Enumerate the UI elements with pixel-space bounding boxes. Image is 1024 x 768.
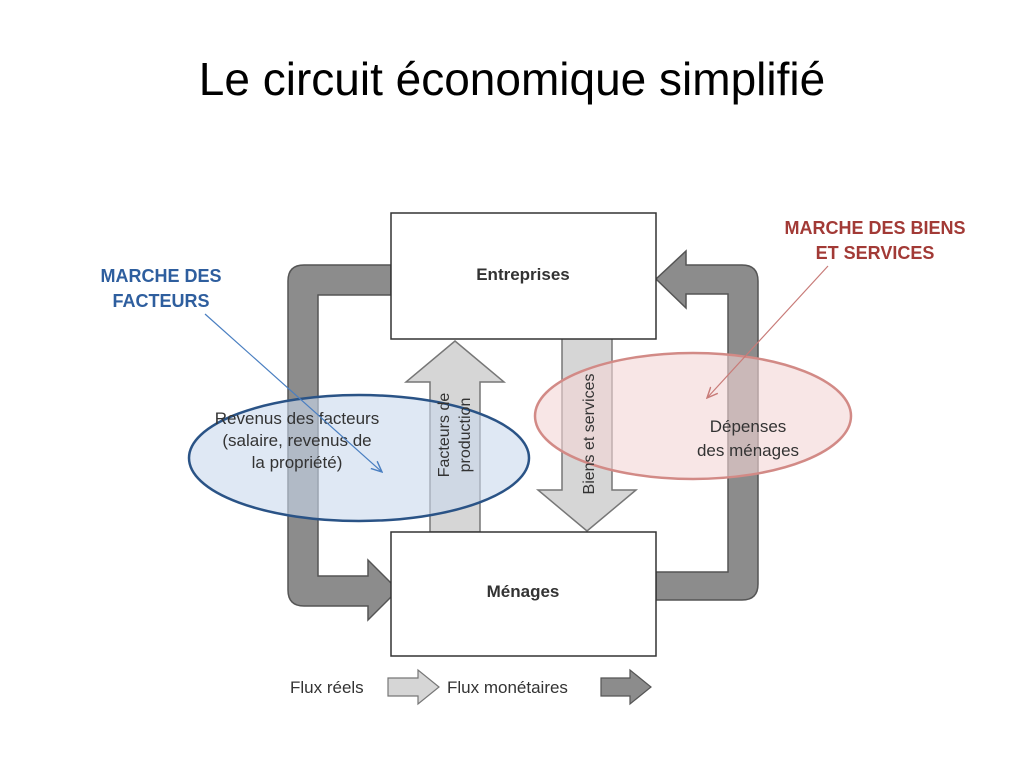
light-arrow-icon xyxy=(387,668,440,706)
depenses-line2: des ménages xyxy=(697,441,799,460)
goods-pointer-arrow xyxy=(707,265,829,398)
entreprises-box xyxy=(390,212,657,340)
menages-label: Ménages xyxy=(487,582,560,601)
depenses-line1: Dépenses xyxy=(710,417,787,436)
slide-title: Le circuit économique simplifié xyxy=(198,53,826,105)
revenus-line2: (salaire, revenus de xyxy=(222,431,371,450)
goods-label: Biens et services xyxy=(581,374,598,495)
left-monetary-loop xyxy=(287,264,400,622)
revenus-line1: Revenus des facteurs xyxy=(215,409,379,428)
factors-market-ellipse xyxy=(187,393,531,523)
factors-market-label-line2: FACTEURS xyxy=(112,291,209,311)
revenus-line3: la propriété) xyxy=(252,453,343,472)
goods-market-label-line1: MARCHE DES BIENS xyxy=(784,218,965,238)
dark-arrow-icon xyxy=(600,668,652,706)
factors-pointer-arrow xyxy=(204,313,382,472)
legend-real-label: Flux réels xyxy=(290,678,364,697)
factors-label-line2: production xyxy=(457,398,474,473)
menages-box xyxy=(390,531,657,657)
legend: Flux réels Flux monétaires xyxy=(290,668,652,706)
entreprises-label: Entreprises xyxy=(476,265,570,284)
legend-monetary-label: Flux monétaires xyxy=(447,678,568,697)
right-monetary-loop xyxy=(654,249,759,601)
goods-market-ellipse xyxy=(533,351,853,481)
factors-market-label-line1: MARCHE DES xyxy=(100,266,221,286)
goods-market-label-line2: ET SERVICES xyxy=(816,243,935,263)
factors-label-line1: Facteurs de xyxy=(436,393,453,478)
